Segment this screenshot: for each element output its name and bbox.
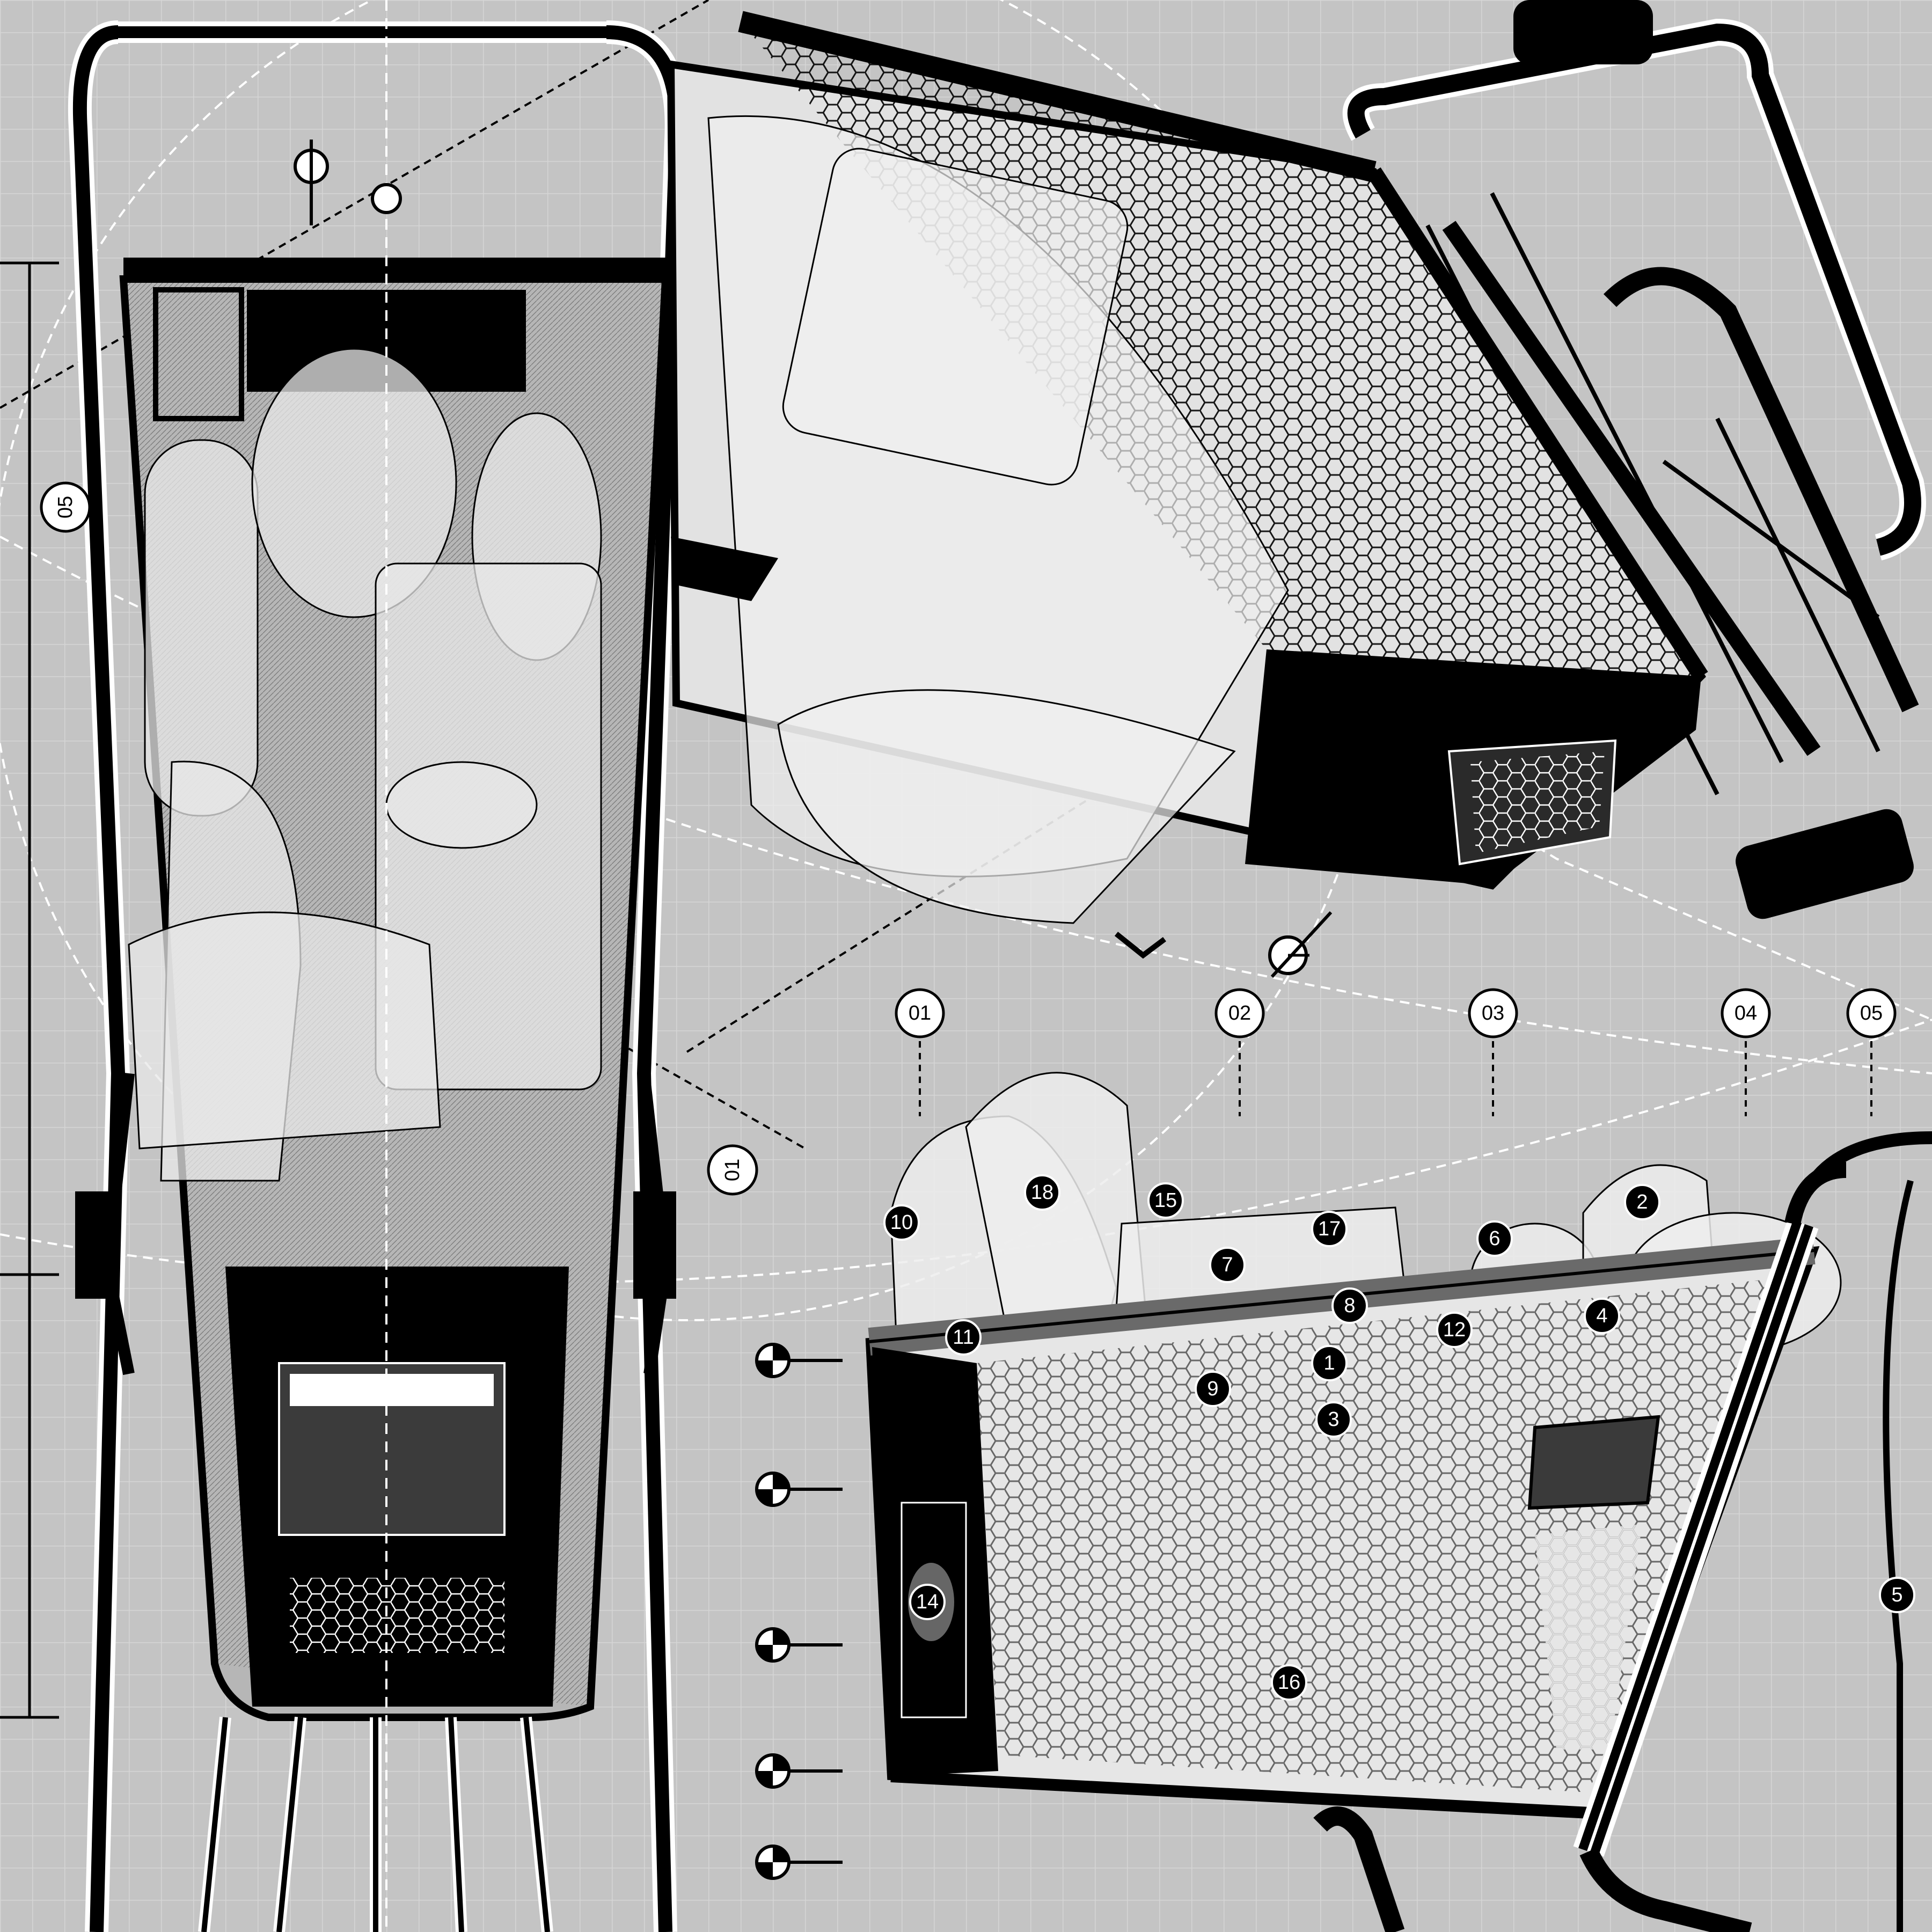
item-tag: 18 — [1024, 1174, 1060, 1211]
axis-label: 05 — [1846, 988, 1897, 1116]
item-tag: 9 — [1195, 1371, 1231, 1407]
level-marker — [755, 1753, 843, 1789]
axis-label-text: 01 — [909, 1002, 931, 1024]
item-tag-text: 9 — [1207, 1378, 1218, 1400]
left-vertical-tag: 05 — [40, 481, 91, 533]
level-marker — [755, 1343, 843, 1378]
item-tag: 8 — [1331, 1287, 1368, 1324]
item-tag: 14 — [909, 1584, 946, 1620]
diagonal-tag: 01 — [707, 1144, 758, 1196]
item-tag-text: 6 — [1489, 1227, 1500, 1250]
item-tag: 3 — [1315, 1401, 1352, 1438]
item-tag-text: 15 — [1154, 1189, 1177, 1212]
item-tag: 15 — [1147, 1182, 1184, 1219]
item-tag-text: 8 — [1344, 1294, 1355, 1317]
item-tag-text: 3 — [1328, 1408, 1339, 1431]
level-marker — [755, 1472, 843, 1507]
item-tag: 12 — [1436, 1312, 1473, 1348]
axis-label-text: 03 — [1482, 1002, 1504, 1024]
axis-label: 02 — [1214, 988, 1265, 1116]
item-tag-text: 11 — [953, 1326, 974, 1349]
section-marker-middle — [1114, 911, 1333, 978]
item-tag: 4 — [1584, 1298, 1620, 1334]
left-dimension — [0, 261, 59, 1719]
cart-side-view — [865, 1072, 1932, 1932]
item-tag-text: 18 — [1031, 1181, 1053, 1204]
axis-label-text: 04 — [1735, 1002, 1757, 1024]
item-tag: 16 — [1271, 1664, 1307, 1701]
level-marker — [755, 1627, 843, 1663]
item-tag: 11 — [945, 1319, 982, 1356]
item-tag-text: 10 — [890, 1211, 913, 1234]
axis-labels: 01 02 03 04 05 — [895, 988, 1897, 1116]
left-vertical-label: 05 — [54, 496, 77, 518]
item-tag-text: 7 — [1221, 1254, 1233, 1276]
level-marker — [755, 1845, 843, 1880]
axis-label: 04 — [1721, 988, 1771, 1116]
axis-label: 01 — [895, 988, 945, 1116]
axis-label-text: 05 — [1860, 1002, 1883, 1024]
item-tag: 17 — [1311, 1211, 1348, 1247]
axis-label-text: 02 — [1228, 1002, 1251, 1024]
item-tag: 1 — [1311, 1345, 1348, 1381]
item-tag-text: 17 — [1318, 1218, 1341, 1240]
item-tag: 6 — [1476, 1220, 1513, 1257]
item-tag-text: 2 — [1636, 1191, 1648, 1213]
item-tag-text: 5 — [1891, 1584, 1902, 1606]
section-marker-top — [294, 140, 402, 225]
item-tag-text: 12 — [1443, 1319, 1466, 1341]
item-tag-text: 16 — [1278, 1671, 1300, 1694]
level-markers — [755, 1343, 843, 1880]
diagonal-label: 01 — [721, 1159, 744, 1181]
item-tag: 5 — [1879, 1577, 1915, 1613]
cart-perspective-view — [667, 0, 1926, 924]
item-tag: 7 — [1209, 1247, 1246, 1283]
item-tag-text: 14 — [916, 1591, 939, 1613]
item-tag-text: 1 — [1323, 1352, 1335, 1374]
axis-label: 03 — [1468, 988, 1518, 1116]
item-tag: 2 — [1624, 1184, 1660, 1220]
item-tag: 10 — [883, 1204, 920, 1241]
item-tag-text: 4 — [1596, 1305, 1607, 1327]
